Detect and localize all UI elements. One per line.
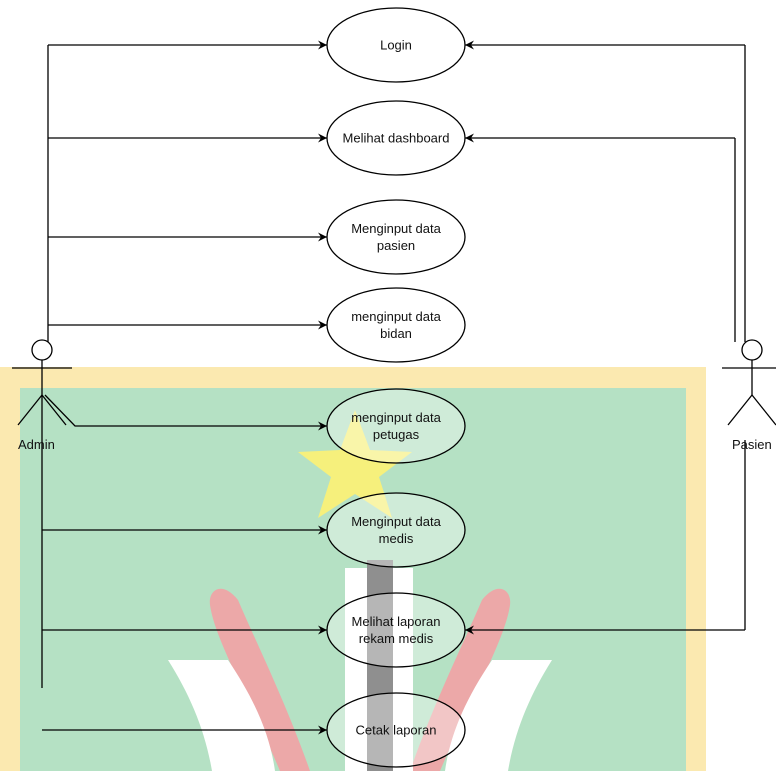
use-case-laporan-rekam-medis[interactable]: Melihat laporan rekam medis — [326, 592, 466, 668]
watermark-red-arch-left — [209, 588, 310, 771]
use-case-label: Menginput data — [351, 514, 441, 529]
use-case-label: pasien — [377, 238, 415, 253]
use-case-ellipse — [326, 7, 466, 83]
use-case-label: Cetak laporan — [356, 723, 437, 738]
use-case-label: menginput data — [351, 410, 441, 425]
association-admin-input-petugas — [44, 394, 327, 431]
use-case-label: medis — [379, 531, 414, 546]
watermark-white-arch-right — [445, 660, 552, 771]
use-case-input-petugas[interactable]: menginput data petugas — [326, 388, 466, 464]
actor-label: Pasien — [732, 437, 772, 452]
use-case-label: Melihat dashboard — [343, 131, 450, 146]
use-case-label: bidan — [380, 326, 412, 341]
use-case-ellipse — [326, 287, 466, 363]
actor-leg-left — [727, 394, 753, 426]
use-case-label: petugas — [373, 427, 420, 442]
use-case-input-medis[interactable]: Menginput data medis — [326, 492, 466, 568]
use-case-input-bidan[interactable]: menginput data bidan — [326, 287, 466, 363]
watermark-white-arch-left — [168, 660, 275, 771]
use-case-label: Menginput data — [351, 221, 441, 236]
use-case-label: Melihat laporan — [352, 614, 441, 629]
actor-leg-left — [17, 394, 43, 426]
use-case-ellipse — [326, 388, 466, 464]
use-case-login[interactable]: Login — [326, 7, 466, 83]
use-case-ellipse — [326, 692, 466, 768]
actor-leg-right — [751, 394, 776, 426]
use-case-dashboard[interactable]: Melihat dashboard — [326, 100, 466, 176]
use-case-input-pasien[interactable]: Menginput data pasien — [326, 199, 466, 275]
actor-head — [31, 339, 53, 361]
use-case-ellipse — [326, 199, 466, 275]
use-case-label: menginput data — [351, 309, 441, 324]
use-case-ellipse — [326, 100, 466, 176]
use-case-ellipse — [326, 592, 466, 668]
actor-leg-right — [41, 394, 67, 426]
watermark-red-arch-right — [410, 588, 511, 771]
actor-pasien[interactable]: Pasien — [722, 339, 776, 452]
actors: Admin Pasien — [12, 339, 776, 452]
actor-label: Admin — [18, 437, 55, 452]
watermark-logo — [0, 367, 706, 771]
actor-head — [741, 339, 763, 361]
actor-admin[interactable]: Admin — [12, 339, 72, 452]
use-case-ellipse — [326, 492, 466, 568]
watermark-star — [298, 410, 412, 518]
use-case-label: Login — [380, 38, 412, 53]
associations — [41, 40, 746, 735]
use-case-cetak-laporan[interactable]: Cetak laporan — [326, 692, 466, 768]
use-case-label: rekam medis — [359, 631, 434, 646]
